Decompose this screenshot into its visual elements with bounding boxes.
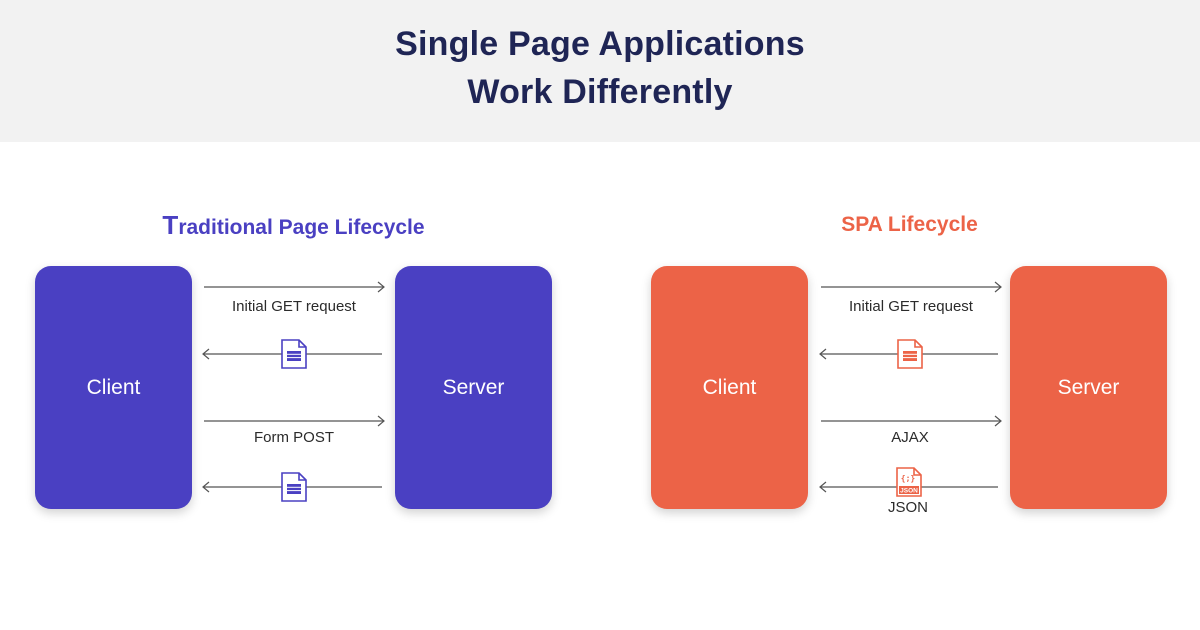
traditional-initial-get-label: Initial GET request [232, 298, 356, 315]
traditional-client-box: Client [35, 266, 192, 509]
traditional-server-box: Server [395, 266, 552, 509]
traditional-client-label: Client [86, 375, 141, 399]
json-icon-text: JSON [900, 488, 918, 495]
document-icon [281, 472, 307, 502]
spa-server-label: Server [1057, 375, 1120, 399]
spa-initial-get-label: Initial GET request [849, 298, 973, 315]
spa-lifecycle-title: SPA Lifecycle [841, 213, 978, 236]
spa-client-box: Client [651, 266, 808, 509]
header-banner: Single Page Applications Work Differentl… [0, 0, 1200, 142]
traditional-title-rest: raditional Page Lifecycle [178, 216, 425, 239]
arrowhead-right-icon [377, 415, 385, 427]
traditional-form-post-label: Form POST [253, 429, 334, 446]
arrowhead-left-icon [202, 348, 210, 360]
arrowhead-right-icon [377, 281, 385, 293]
document-icon [897, 339, 923, 369]
spa-json-label: JSON [887, 499, 928, 516]
arrowhead-left-icon [202, 481, 210, 493]
arrowhead-right-icon [994, 281, 1002, 293]
spa-client-label: Client [702, 375, 757, 399]
arrowhead-right-icon [994, 415, 1002, 427]
page-title-line-2: Work Differently [467, 73, 733, 111]
json-file-icon: {;} JSON [896, 467, 922, 497]
spa-server-box: Server [1010, 266, 1167, 509]
traditional-server-label: Server [442, 375, 505, 399]
page-title: Single Page Applications Work Differentl… [0, 20, 1200, 116]
traditional-title-initial: T [162, 210, 179, 240]
traditional-lifecycle-title: Traditional Page Lifecycle [35, 209, 552, 241]
arrowhead-left-icon [819, 481, 827, 493]
arrowhead-left-icon [819, 348, 827, 360]
svg-text:{;}: {;} [901, 474, 916, 483]
document-icon [281, 339, 307, 369]
page-title-line-1: Single Page Applications [395, 25, 805, 63]
spa-ajax-label: AJAX [891, 429, 929, 446]
